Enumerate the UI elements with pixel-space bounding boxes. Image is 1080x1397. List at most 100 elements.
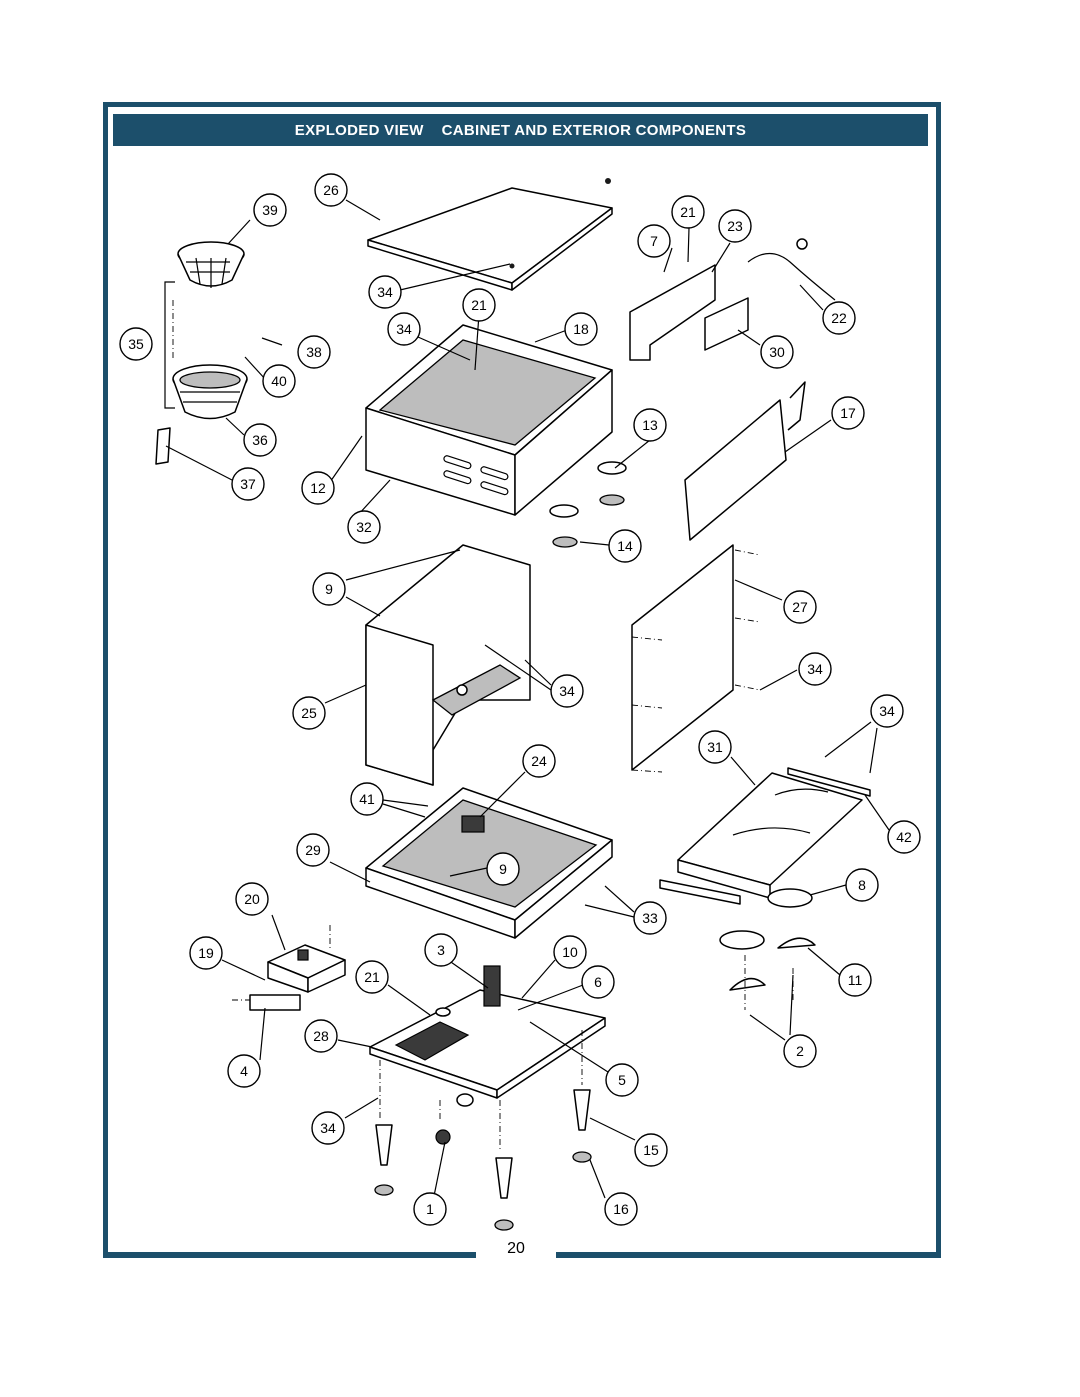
- svg-text:11: 11: [848, 972, 863, 988]
- svg-text:15: 15: [643, 1142, 659, 1158]
- callout-8: 8: [845, 868, 879, 902]
- svg-text:34: 34: [879, 703, 895, 719]
- callout-25: 25: [292, 696, 326, 730]
- callout-26: 26: [314, 173, 348, 207]
- svg-text:31: 31: [707, 739, 723, 755]
- callout-40: 40: [262, 364, 296, 398]
- callout-34: 34: [870, 694, 904, 728]
- svg-text:27: 27: [792, 599, 808, 615]
- transformer-20: [267, 944, 346, 993]
- leader-lines: [165, 199, 890, 1199]
- leg-15: [375, 1089, 591, 1199]
- svg-text:41: 41: [359, 791, 375, 807]
- svg-text:20: 20: [244, 891, 260, 907]
- callout-33: 33: [633, 901, 667, 935]
- front-control-panel: [684, 381, 806, 541]
- svg-text:12: 12: [310, 480, 326, 496]
- callout-22: 22: [822, 301, 856, 335]
- frame-bottom-rule-left: [103, 1252, 476, 1258]
- svg-text:13: 13: [642, 417, 658, 433]
- svg-text:25: 25: [301, 705, 317, 721]
- callout-15: 15: [634, 1133, 668, 1167]
- svg-text:34: 34: [320, 1120, 336, 1136]
- page-frame: [103, 102, 941, 1258]
- base-frame-29: [365, 787, 613, 939]
- svg-text:4: 4: [240, 1063, 248, 1079]
- callout-34: 34: [550, 674, 584, 708]
- svg-text:21: 21: [364, 969, 380, 985]
- svg-text:35: 35: [128, 336, 144, 352]
- main-cabinet-box: [365, 324, 613, 516]
- svg-text:33: 33: [642, 910, 658, 926]
- callout-6: 6: [581, 965, 615, 999]
- svg-text:1: 1: [426, 1201, 434, 1217]
- bushing-1: [435, 1093, 474, 1145]
- svg-text:34: 34: [377, 284, 393, 300]
- svg-text:39: 39: [262, 202, 278, 218]
- callout-2: 2: [783, 1034, 817, 1068]
- side-panel-27: [631, 544, 734, 771]
- svg-text:3: 3: [437, 942, 445, 958]
- svg-text:37: 37: [240, 476, 256, 492]
- ring-14: [552, 494, 625, 548]
- svg-text:9: 9: [325, 581, 333, 597]
- base-plate-28: [369, 965, 606, 1099]
- callout-17: 17: [831, 396, 865, 430]
- hose-clamp-8: [719, 888, 813, 950]
- basket-39: [177, 241, 245, 288]
- callout-37: 37: [231, 467, 265, 501]
- callout-1: 1: [413, 1192, 447, 1226]
- svg-text:9: 9: [499, 861, 507, 877]
- svg-text:14: 14: [617, 538, 633, 554]
- svg-text:29: 29: [305, 842, 321, 858]
- callout-11: 11: [838, 963, 872, 997]
- svg-text:40: 40: [271, 373, 287, 389]
- svg-text:21: 21: [680, 204, 696, 220]
- callout-3: 3: [424, 933, 458, 967]
- callout-38: 38: [297, 335, 331, 369]
- callout-30: 30: [760, 335, 794, 369]
- svg-text:23: 23: [727, 218, 743, 234]
- side-frame-25: [365, 544, 531, 786]
- svg-text:34: 34: [559, 683, 575, 699]
- callout-35: 35: [119, 327, 153, 361]
- bracket-35: [164, 281, 175, 409]
- callout-34: 34: [387, 312, 421, 346]
- svg-text:38: 38: [306, 344, 322, 360]
- callout-14: 14: [608, 529, 642, 563]
- page-number: 20: [507, 1240, 525, 1257]
- control-bracket: [629, 238, 836, 361]
- callout-23: 23: [718, 209, 752, 243]
- callout-20: 20: [235, 882, 269, 916]
- frame-bottom-rule-right: [556, 1252, 941, 1258]
- svg-text:18: 18: [573, 321, 589, 337]
- callout-36: 36: [243, 423, 277, 457]
- svg-text:24: 24: [531, 753, 547, 769]
- svg-text:28: 28: [313, 1028, 329, 1044]
- drip-tray-31: [677, 772, 863, 899]
- callout-32: 32: [347, 510, 381, 544]
- assembly-lines: [172, 300, 794, 1150]
- callout-29: 29: [296, 833, 330, 867]
- svg-text:30: 30: [769, 344, 785, 360]
- callout-16: 16: [604, 1192, 638, 1226]
- rail-42: [659, 767, 871, 905]
- page-title: EXPLODED VIEW CABINET AND EXTERIOR COMPO…: [113, 114, 928, 146]
- bracket-19: [249, 994, 301, 1011]
- svg-text:26: 26: [323, 182, 339, 198]
- callout-4: 4: [227, 1054, 261, 1088]
- svg-text:10: 10: [562, 944, 578, 960]
- svg-text:6: 6: [594, 974, 602, 990]
- svg-text:42: 42: [896, 829, 912, 845]
- svg-text:19: 19: [198, 945, 214, 961]
- callout-13: 13: [633, 408, 667, 442]
- svg-text:21: 21: [471, 297, 487, 313]
- callout-9: 9: [312, 572, 346, 606]
- basket-36: [172, 364, 248, 420]
- svg-text:34: 34: [396, 321, 412, 337]
- svg-text:2: 2: [796, 1043, 804, 1059]
- callout-28: 28: [304, 1019, 338, 1053]
- callout-34: 34: [311, 1111, 345, 1145]
- callout-42: 42: [887, 820, 921, 854]
- deflector-11: [729, 937, 816, 991]
